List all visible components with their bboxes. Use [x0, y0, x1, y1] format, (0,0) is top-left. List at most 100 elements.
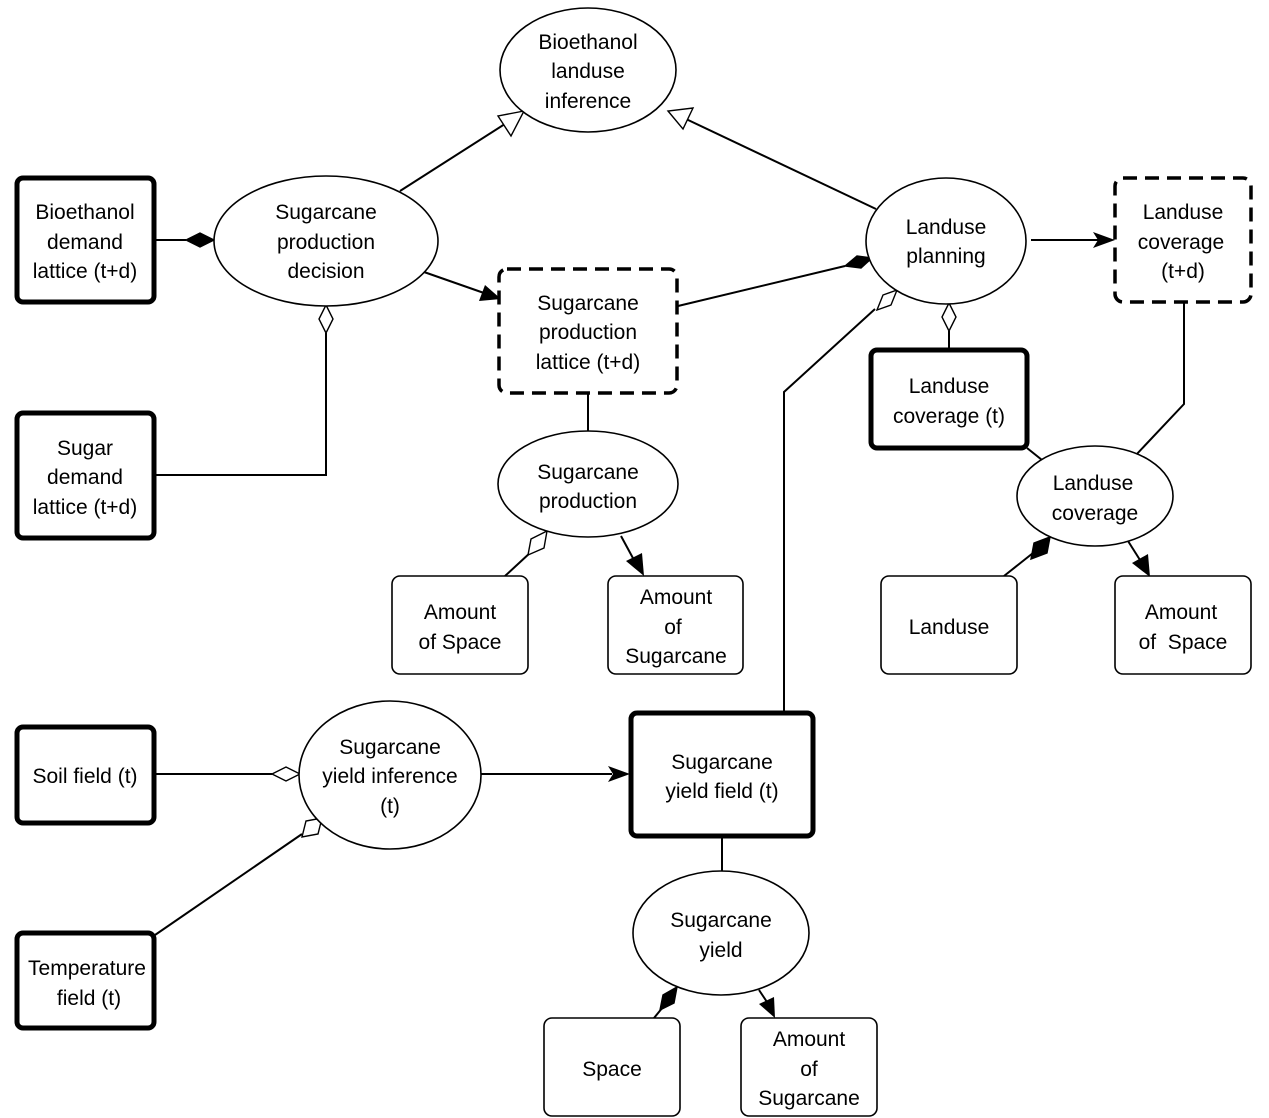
node-box [14, 175, 157, 305]
node-box [607, 575, 744, 675]
node-label: Sugarcane [537, 292, 639, 315]
node-bioethanol-demand-lattice: Bioethanol demand lattice (t+d) [14, 175, 157, 305]
aggregation-diamond-icon [941, 301, 957, 333]
edge-landuse-planning-to-inference [685, 118, 877, 210]
edge-production-to-amount-sugarcane [620, 535, 635, 561]
arrow-head-icon [1132, 554, 1150, 577]
node-label: production [539, 321, 637, 344]
node-label: Sugar [57, 437, 113, 460]
node-soil-field: Soil field (t) [14, 724, 157, 826]
node-amount-of-space-2: Amount of Space [1114, 575, 1252, 675]
node-sugarcane-production-lattice: Sugarcane production lattice (t+d) [497, 267, 679, 395]
node-amount-of-space-1: Amount of Space [391, 575, 529, 675]
node-label: Sugarcane [275, 201, 377, 224]
aggregation-diamond-icon [318, 303, 334, 335]
node-label: Amount [773, 1028, 846, 1051]
node-box [1114, 575, 1252, 675]
node-box [868, 347, 1030, 451]
node-landuse: Landuse [880, 575, 1018, 675]
node-label: coverage [1138, 231, 1224, 254]
node-sugarcane-production-decision: Sugarcane production decision [213, 175, 439, 307]
composition-diamond-icon [1030, 535, 1051, 561]
composition-diamond-icon [659, 985, 678, 1012]
arrow-head-icon [479, 285, 501, 301]
composition-diamond-icon [843, 255, 874, 269]
edge-temperature-to-yield-inference [154, 833, 303, 936]
edge-yield-field-to-planning [783, 308, 876, 712]
node-label: lattice (t+d) [33, 260, 137, 283]
node-amount-of-sugarcane-2: Amount of Sugarcane [740, 1017, 878, 1117]
node-sugarcane-production: Sugarcane production [497, 430, 679, 538]
node-sugarcane-yield-inference: Sugarcane yield inference (t) [298, 700, 482, 850]
node-label: demand [47, 231, 123, 254]
node-label: of Space [1139, 631, 1228, 654]
node-amount-of-sugarcane-1: Amount of Sugarcane [607, 575, 744, 675]
aggregation-diamond-icon [875, 288, 899, 312]
node-ellipse [1016, 445, 1174, 547]
node-label: landuse [551, 60, 625, 83]
node-box [14, 410, 157, 541]
node-label: of [664, 616, 682, 639]
node-label: lattice (t+d) [33, 496, 137, 519]
node-label: yield field (t) [665, 780, 778, 803]
edge-coverage-t-to-coverage [1026, 447, 1043, 461]
generalization-triangle-icon [666, 107, 695, 131]
node-label: Sugarcane [758, 1087, 860, 1110]
node-ellipse [298, 700, 482, 850]
node-label: inference [545, 90, 631, 113]
node-label: Sugarcane [670, 909, 772, 932]
edge-decision-to-production-lattice [423, 271, 485, 294]
node-space: Space [543, 1017, 681, 1117]
node-ellipse [865, 177, 1027, 305]
node-label: of [800, 1058, 818, 1081]
node-box [497, 267, 679, 395]
node-label: Amount [424, 601, 497, 624]
node-box [628, 710, 816, 839]
arrow-head-icon [759, 997, 775, 1018]
node-box [1113, 176, 1253, 304]
node-label: (t+d) [1161, 260, 1205, 283]
node-label: Soil field (t) [32, 765, 137, 788]
node-landuse-coverage: Landuse coverage [1016, 445, 1174, 547]
aggregation-diamond-icon [301, 817, 323, 838]
node-label: Landuse [909, 616, 990, 639]
node-box [14, 930, 157, 1031]
node-label: Space [582, 1058, 642, 1081]
arrow-head-icon [1093, 232, 1115, 248]
aggregation-diamond-icon [270, 766, 302, 782]
node-label: Landuse [909, 375, 990, 398]
node-label: field (t) [57, 987, 121, 1010]
node-box [14, 724, 157, 826]
node-label: (t) [380, 795, 400, 818]
node-label: Amount [1145, 601, 1218, 624]
node-ellipse [499, 7, 677, 133]
node-box [391, 575, 529, 675]
node-label: Landuse [1143, 201, 1224, 224]
node-label: planning [906, 245, 985, 268]
node-label: coverage (t) [893, 405, 1005, 428]
node-box [740, 1017, 878, 1117]
node-label: Bioethanol [538, 31, 637, 54]
node-label: coverage [1052, 502, 1138, 525]
edge-coverage-to-landuse [1003, 552, 1034, 577]
node-box [880, 575, 1018, 675]
node-label: production [539, 490, 637, 513]
node-sugarcane-yield-field: Sugarcane yield field (t) [628, 710, 816, 839]
node-ellipse [497, 430, 679, 538]
node-label: Temperature [28, 957, 146, 980]
node-label: demand [47, 466, 123, 489]
edges [154, 107, 1185, 1019]
edge-production-to-amount-space [504, 551, 532, 577]
node-landuse-coverage-td: Landuse coverage (t+d) [1113, 176, 1253, 304]
edge-sugarcane-decision-to-inference [399, 121, 509, 192]
aggregation-diamond-icon [527, 529, 548, 557]
node-box [543, 1017, 681, 1117]
node-label: of Space [419, 631, 502, 654]
edge-coverage-td-to-coverage [1134, 302, 1185, 457]
node-bioethanol-landuse-inference: Bioethanol landuse inference [499, 7, 677, 133]
node-landuse-planning: Landuse planning [865, 177, 1027, 305]
node-ellipse [213, 175, 439, 307]
node-label: Sugarcane [671, 751, 773, 774]
edge-yield-to-amount-sugarcane [758, 989, 768, 1003]
